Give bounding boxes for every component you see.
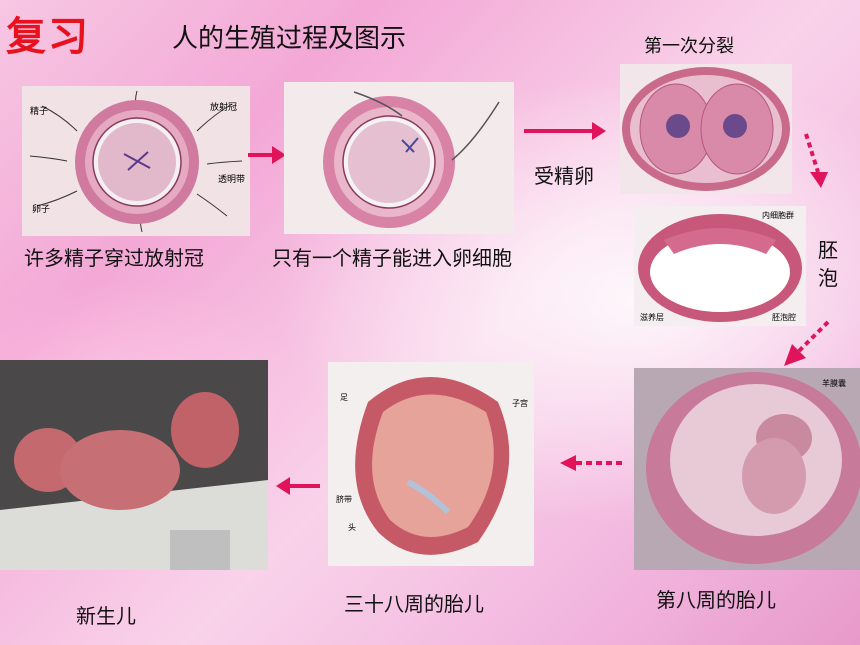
newborn-image — [0, 360, 268, 570]
sperm-enter-image — [284, 82, 514, 234]
blastocyst-image: 内细胞群 滋养层 胚泡腔 — [634, 206, 806, 326]
week8-fetus-image: 羊膜囊 — [634, 368, 860, 570]
label-blastocyst-2: 泡 — [818, 266, 838, 290]
label-egg: 卵子 — [32, 205, 51, 215]
label-foot: 足 — [340, 393, 348, 402]
label-blastocoel: 胚泡腔 — [772, 313, 796, 322]
week38-fetus-image: 足 子宫 脐带 头 — [328, 362, 534, 566]
label-head: 头 — [348, 523, 356, 532]
caption-week8: 第八周的胎儿 — [656, 588, 776, 612]
label-amniotic-sac: 羊膜囊 — [822, 379, 846, 388]
label-blastocyst-1: 胚 — [818, 238, 838, 262]
label-inner-cell-mass: 内细胞群 — [762, 211, 794, 220]
egg-corona-image: 精子 放射冠 透明带 卵子 — [22, 86, 250, 236]
review-tag: 复习 — [6, 13, 90, 60]
first-division-image — [620, 64, 792, 194]
label-cord: 脐带 — [336, 495, 352, 504]
caption-week38: 三十八周的胎儿 — [344, 592, 484, 616]
caption-one-sperm: 只有一个精子能进入卵细胞 — [272, 246, 512, 270]
dotted-arrow-1 — [804, 133, 828, 188]
caption-newborn: 新生儿 — [76, 604, 136, 628]
label-trophoblast: 滋养层 — [640, 313, 664, 322]
label-uterus: 子宫 — [512, 399, 528, 408]
arrow-2 — [524, 122, 606, 140]
label-sperm: 精子 — [30, 107, 49, 117]
label-corona: 放射冠 — [210, 103, 238, 113]
label-first-division: 第一次分裂 — [644, 36, 734, 57]
caption-sperm-penetrate: 许多精子穿过放射冠 — [24, 246, 204, 270]
arrow-3 — [276, 477, 320, 495]
label-zygote: 受精卵 — [534, 164, 594, 188]
dotted-arrow-3 — [560, 455, 622, 471]
label-zona: 透明带 — [218, 175, 246, 185]
arrow-1 — [248, 146, 286, 164]
dotted-arrow-2 — [784, 320, 830, 366]
page-title: 人的生殖过程及图示 — [172, 24, 407, 54]
